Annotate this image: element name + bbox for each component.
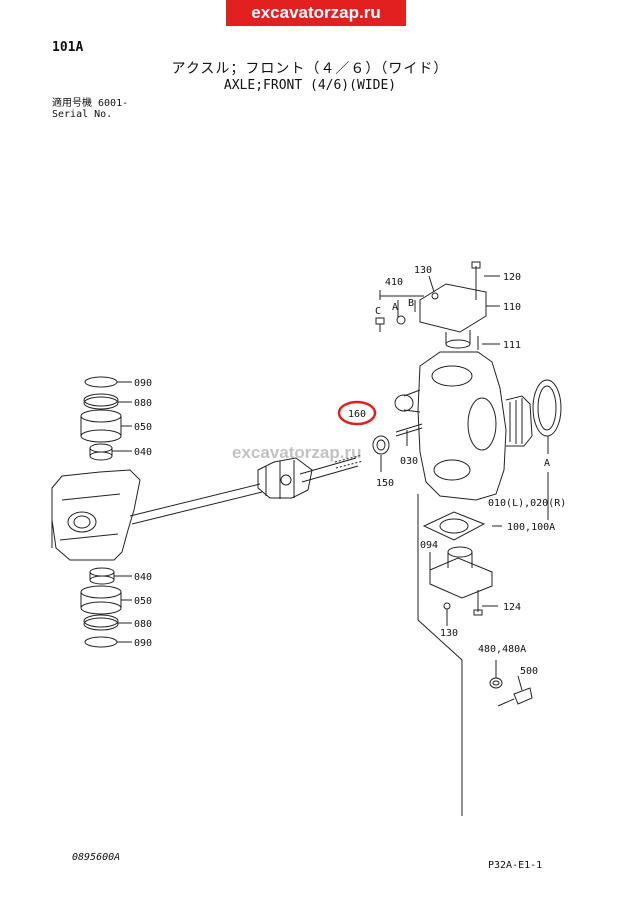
label-130-bottom: 130	[440, 628, 458, 639]
label-480: 480,480A	[478, 644, 526, 655]
label-040-top: 040	[134, 447, 152, 458]
label-120: 120	[503, 272, 521, 283]
label-050-bottom: 050	[134, 596, 152, 607]
label-080-top: 080	[134, 398, 152, 409]
label-B: B	[408, 298, 414, 309]
highlight-circle	[337, 400, 377, 426]
watermark-banner: excavatorzap.ru	[226, 0, 406, 26]
axle-housing	[51, 469, 141, 561]
label-A-top: A	[392, 302, 398, 313]
label-150: 150	[376, 478, 394, 489]
leader-lines	[379, 275, 549, 816]
serial-jp: 適用号機 6001-	[52, 98, 129, 109]
footer-page-ref: P32A-E1-1	[488, 860, 543, 871]
left-bottom-parts	[80, 567, 132, 648]
serial-info: 適用号機 6001- Serial No.	[52, 98, 128, 120]
label-100: 100,100A	[507, 522, 555, 533]
label-130-top: 130	[414, 265, 432, 276]
label-090-top: 090	[134, 378, 152, 389]
label-124: 124	[503, 602, 521, 613]
label-111: 111	[503, 340, 521, 351]
upper-king-pin-cap	[375, 261, 487, 349]
serial-en: Serial No.	[52, 109, 113, 120]
title-japanese: アクスル；フロント（４／６）（ワイド）	[171, 61, 449, 77]
label-040-bottom: 040	[134, 572, 152, 583]
callout-labels: 090 080 050 040 040 050 080 090 410 130 …	[134, 265, 566, 677]
label-410: 410	[385, 277, 403, 288]
left-top-parts	[80, 376, 132, 461]
label-094: 094	[420, 540, 438, 551]
label-C: C	[375, 306, 381, 317]
label-110: 110	[503, 302, 521, 313]
steering-knuckle	[394, 351, 562, 501]
label-050-top: 050	[134, 422, 152, 433]
footer-drawing-number: 0895600A	[72, 852, 121, 863]
label-160: 160	[348, 409, 366, 420]
washer-and-bolt	[489, 677, 533, 707]
page-code: 101A	[52, 40, 84, 55]
watermark-middle: excavatorzap.ru	[232, 443, 362, 462]
seal-and-bushing	[372, 423, 423, 472]
label-030: 030	[400, 456, 418, 467]
label-080-bottom: 080	[134, 619, 152, 630]
label-500: 500	[520, 666, 538, 677]
lower-king-pin-cap	[422, 511, 493, 616]
label-090-bottom: 090	[134, 638, 152, 649]
label-A-right: A	[544, 458, 550, 469]
title-english: AXLE;FRONT (4/6)(WIDE)	[223, 78, 397, 93]
label-010-020: 010(L),020(R)	[488, 498, 566, 509]
drive-shaft	[129, 454, 364, 525]
